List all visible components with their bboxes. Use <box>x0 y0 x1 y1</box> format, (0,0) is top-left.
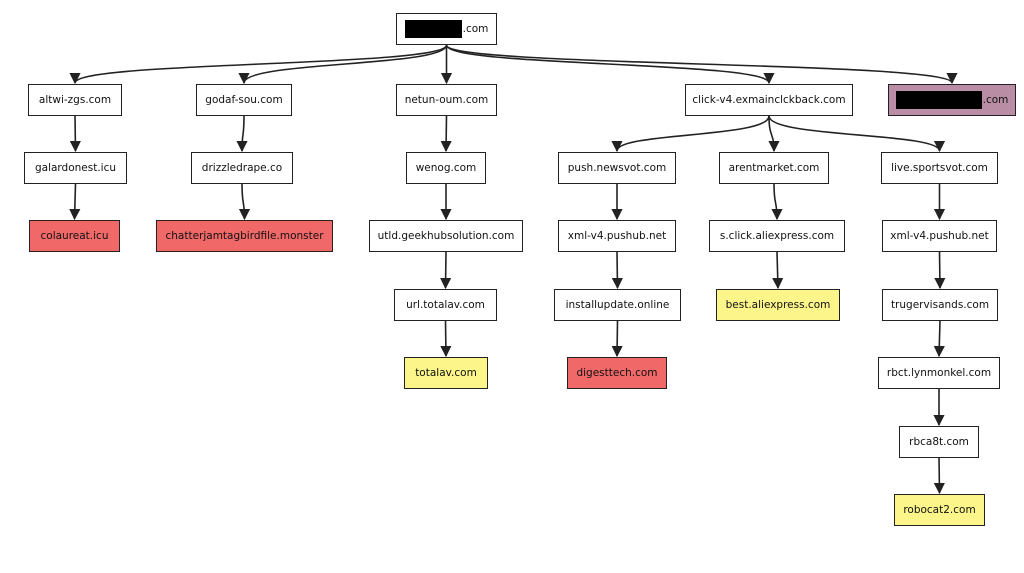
edge-n_trugervisands-to-n_rbct <box>933 320 945 358</box>
node-trugervisands: trugervisands.com <box>882 289 998 321</box>
edge-n_xmlv4b-to-n_trugervisands <box>934 251 946 290</box>
edge-n_clickv4-to-n_pushnewsvot <box>611 115 770 153</box>
node-redacted-domain: .com <box>888 84 1016 116</box>
node-drizzledrape: drizzledrape.co <box>191 152 293 184</box>
edge-root-to-n_redacted2 <box>445 44 958 85</box>
edge-n_utld-to-n_urltotalav <box>440 251 452 290</box>
edge-n_galardonest-to-n_colaureat <box>69 183 81 221</box>
node-s-click-aliexpress: s.click.aliexpress.com <box>709 220 845 252</box>
edge-n_godaf-to-n_drizzledrape <box>236 115 248 153</box>
node-utld-geekhubsolution: utld.geekhubsolution.com <box>369 220 523 252</box>
node-rbct-lynmonkel: rbct.lynmonkel.com <box>878 357 1000 389</box>
edge-n_drizzledrape-to-n_chatterjam <box>238 183 251 221</box>
edge-n_clickv4-to-n_arentmarket <box>768 115 780 153</box>
node-root-redacted: .com <box>396 13 497 45</box>
node-live-sportsvot: live.sportsvot.com <box>881 152 998 184</box>
node-url-totalav: url.totalav.com <box>394 289 497 321</box>
edge-root-to-n_godaf <box>238 44 448 85</box>
redaction-block <box>404 20 462 38</box>
node-godaf-sou: godaf-sou.com <box>196 84 292 116</box>
node-altwi-zgs: altwi-zgs.com <box>28 84 122 116</box>
node-galardonest: galardonest.icu <box>24 152 127 184</box>
node-installupdate: installupdate.online <box>554 289 681 321</box>
node-robocat2: robocat2.com <box>894 494 985 526</box>
node-rbca8t: rbca8t.com <box>899 426 979 458</box>
edge-n_rbca8t-to-n_robocat2 <box>933 457 945 495</box>
node-label: .com <box>462 23 489 35</box>
node-push-newsvot: push.newsvot.com <box>558 152 676 184</box>
edge-n_altwi-to-n_galardonest <box>69 115 81 153</box>
node-xml-v4-pushub-1: xml-v4.pushub.net <box>558 220 676 252</box>
redaction-block <box>895 91 982 109</box>
edge-n_sclick-to-n_bestali <box>772 251 784 290</box>
edge-n_arentmarket-to-n_sclick <box>771 183 783 221</box>
node-totalav: totalav.com <box>404 357 488 389</box>
edge-n_netun-to-n_wenog <box>440 115 452 153</box>
node-arentmarket: arentmarket.com <box>719 152 829 184</box>
node-wenog: wenog.com <box>406 152 486 184</box>
edge-n_clickv4-to-n_livesportsvot <box>768 115 946 153</box>
node-netun-oum: netun-oum.com <box>396 84 497 116</box>
edge-root-to-n_clickv4 <box>445 44 775 85</box>
edge-n_urltotalav-to-n_totalav <box>440 320 452 358</box>
node-xml-v4-pushub-2: xml-v4.pushub.net <box>882 220 997 252</box>
node-label: .com <box>982 94 1009 106</box>
edge-root-to-n_altwi <box>69 44 448 85</box>
edge-n_xmlv4a-to-n_installupdate <box>611 251 623 290</box>
node-best-aliexpress: best.aliexpress.com <box>716 289 840 321</box>
edge-n_installupdate-to-n_digesttech <box>611 320 623 358</box>
node-digesttech: digesttech.com <box>567 357 667 389</box>
node-click-v4-exmainclckback: click-v4.exmainclckback.com <box>685 84 853 116</box>
node-colaureat: colaureat.icu <box>29 220 120 252</box>
node-chatterjamtagbirdfile: chatterjamtagbirdfile.monster <box>156 220 333 252</box>
